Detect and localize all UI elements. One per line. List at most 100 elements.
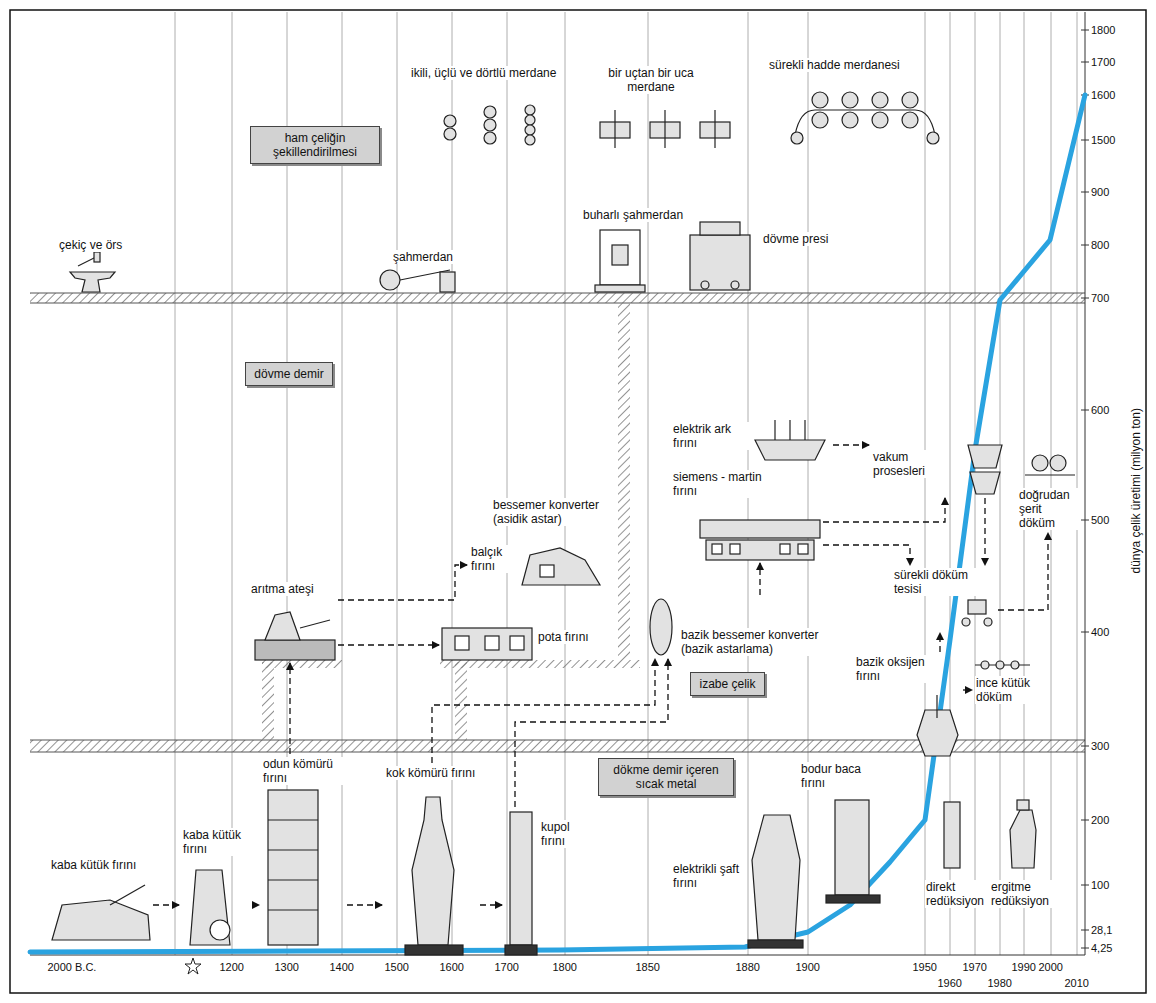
drawing-part bbox=[412, 797, 454, 945]
flow-arrow bbox=[338, 644, 439, 645]
drawing-part bbox=[507, 12, 508, 955]
label-holder: 1990 bbox=[1012, 961, 1036, 974]
category-box: dökme demir içeren sıcak metal bbox=[598, 758, 734, 796]
equipment-label: sürekli hadde merdanesi bbox=[768, 58, 901, 72]
axis-label: 1300 bbox=[275, 961, 299, 974]
drawing-part bbox=[752, 815, 800, 940]
equipment-label: bazik oksijen fırını bbox=[855, 655, 937, 683]
equipment-node: buharlı şahmerdan bbox=[579, 205, 688, 295]
label-holder: 1500 bbox=[385, 961, 409, 974]
axis-label: 200 bbox=[1091, 814, 1109, 827]
drawing-part bbox=[791, 132, 803, 144]
equipment-label: sürekli döküm tesisi bbox=[893, 568, 985, 596]
drawing-part bbox=[1010, 810, 1036, 868]
equipment-label: ince kütük döküm bbox=[975, 676, 1047, 704]
label-holder: 1960 bbox=[938, 977, 962, 990]
drawing-part bbox=[842, 112, 858, 128]
flow-arrow bbox=[998, 533, 1048, 610]
drawing-part bbox=[648, 12, 649, 955]
drawing-part bbox=[484, 132, 496, 144]
label-holder: 1850 bbox=[636, 961, 660, 974]
drawing-part bbox=[484, 106, 496, 118]
axis-label: 2000 B.C. bbox=[48, 961, 97, 974]
drawing-part bbox=[30, 293, 1085, 303]
equipment-node: ince kütük döküm bbox=[972, 652, 1050, 707]
label-holder: 1600 bbox=[440, 961, 464, 974]
flow-arrow bbox=[347, 904, 382, 905]
label-holder: 1980 bbox=[988, 977, 1012, 990]
axis-ticks bbox=[1081, 30, 1089, 948]
drawing-part bbox=[927, 132, 939, 144]
drawing-part bbox=[1077, 12, 1078, 955]
flow-arrow bbox=[289, 663, 290, 754]
drawing-part bbox=[701, 281, 709, 289]
drawing-part bbox=[996, 661, 1004, 669]
drawing-part bbox=[872, 92, 888, 108]
drawing-part bbox=[1050, 455, 1066, 471]
equipment-node: doğrudan şerit döküm bbox=[1015, 452, 1083, 533]
equipment-label: balçık fırını bbox=[470, 545, 520, 573]
label-holder: 1970 bbox=[963, 961, 987, 974]
axis-label: 1600 bbox=[1091, 89, 1115, 102]
drawing-part bbox=[1081, 62, 1089, 63]
drawing-part bbox=[485, 636, 499, 650]
drawing-part bbox=[525, 115, 535, 125]
drawing-part bbox=[268, 790, 318, 945]
drawing-part bbox=[1081, 632, 1089, 633]
equipment-node: kaba kütük fırını bbox=[47, 855, 153, 943]
drawing-part bbox=[452, 12, 453, 955]
axis-label: 500 bbox=[1091, 514, 1109, 527]
axis-label: 600 bbox=[1091, 404, 1109, 417]
drawing-part bbox=[936, 695, 937, 718]
drawing-part bbox=[612, 245, 628, 265]
flow-arrow bbox=[833, 444, 869, 445]
production-curve bbox=[30, 95, 1085, 952]
drawing-part bbox=[1081, 298, 1089, 299]
equipment-node: sürekli hadde merdanesi bbox=[765, 55, 943, 153]
drawing-part bbox=[1025, 474, 1075, 475]
flow-arrow bbox=[153, 904, 179, 905]
drawing-part bbox=[1081, 948, 1089, 949]
category-box: izabe çelik bbox=[690, 672, 765, 696]
drawing-part bbox=[262, 660, 342, 668]
drawing-part bbox=[712, 544, 722, 554]
label-holder: 500 bbox=[1091, 514, 1109, 527]
drawing-part bbox=[804, 420, 805, 440]
drawing-part bbox=[902, 92, 918, 108]
label-holder: 1300 bbox=[275, 961, 299, 974]
drawing-part bbox=[52, 900, 150, 940]
drawing-part bbox=[774, 420, 775, 440]
drawing-part bbox=[1011, 661, 1019, 669]
drawing-part bbox=[265, 612, 300, 640]
axis-label: 100 bbox=[1091, 879, 1109, 892]
axis-label: 1990 bbox=[1012, 961, 1036, 974]
drawing-part bbox=[789, 420, 790, 440]
equipment-node: ikili, üçlü ve dörtlü merdane bbox=[407, 63, 561, 153]
drawing-part bbox=[700, 520, 820, 538]
drawing-part bbox=[455, 662, 467, 740]
drawing-part bbox=[397, 12, 398, 955]
drawing-part bbox=[444, 128, 456, 140]
drawing-part bbox=[444, 115, 456, 127]
drawing-part bbox=[525, 105, 535, 115]
equipment-label: bir uçtan bir uca merdane bbox=[590, 66, 712, 94]
drawing-part bbox=[1081, 885, 1089, 886]
flow-arrow bbox=[432, 659, 655, 763]
star-symbol bbox=[185, 958, 201, 974]
axis-label: 1800 bbox=[553, 961, 577, 974]
equipment-node: kaba kütük fırını bbox=[179, 825, 252, 948]
drawing-part bbox=[812, 92, 828, 108]
drawing-part bbox=[650, 599, 672, 655]
equipment-node: şahmerdan bbox=[372, 247, 463, 295]
equipment-node: bessemer konverter (asidik astar) bbox=[489, 495, 617, 529]
flow-arrow bbox=[759, 563, 760, 595]
drawing-part bbox=[380, 270, 400, 290]
drawing-part bbox=[902, 112, 918, 128]
label-holder: 1880 bbox=[736, 961, 760, 974]
equipment-node: elektrik ark fırını bbox=[669, 417, 833, 463]
axis-label: 300 bbox=[1091, 740, 1109, 753]
category-label: ham çeliğin şekillendirilmesi bbox=[258, 131, 372, 159]
equipment-node: pota fırını bbox=[439, 615, 593, 663]
axis-label: 1980 bbox=[988, 977, 1012, 990]
equipment-label: dövme presi bbox=[762, 232, 829, 246]
